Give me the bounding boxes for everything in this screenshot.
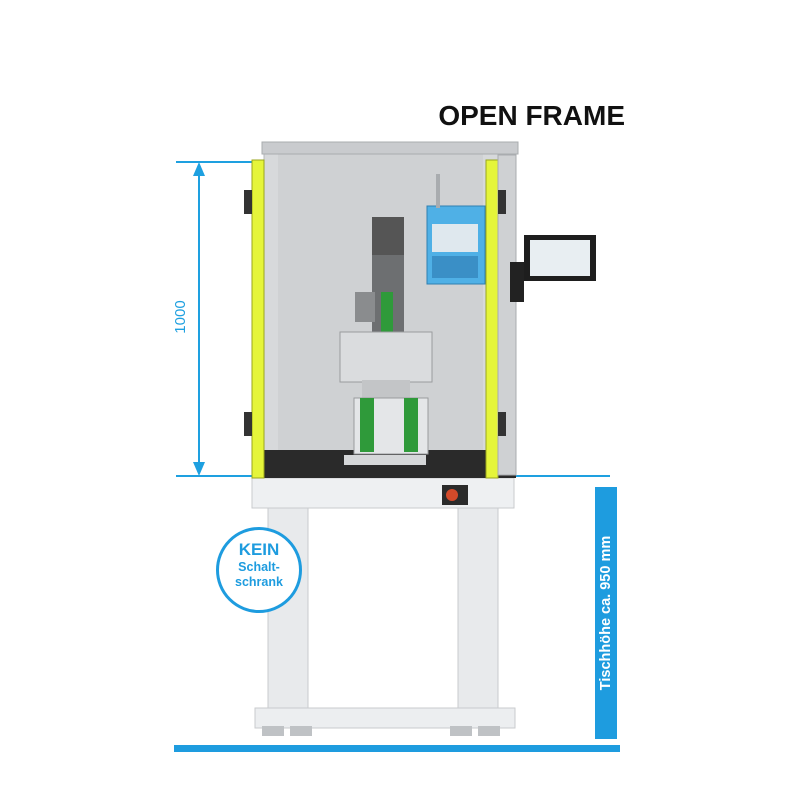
left-frame-column	[251, 159, 265, 479]
badge-line-1: KEIN	[238, 540, 280, 559]
badge-line-3: schrank	[235, 575, 283, 589]
enclosure-top	[261, 141, 519, 155]
no-control-cabinet-badge: KEIN Schalt- schrank	[216, 527, 302, 613]
page-title: OPEN FRAME	[438, 100, 625, 131]
height-dimension-label: 1000	[172, 300, 189, 334]
table-top	[251, 477, 515, 509]
control-panel	[426, 174, 486, 285]
table-height-bar: Tischhöhe ca. 950 mm	[595, 487, 617, 739]
right-frame-column	[485, 159, 499, 479]
badge-line-2: Schalt-	[238, 560, 280, 574]
table-height-label: Tischhöhe ca. 950 mm	[598, 535, 614, 691]
external-monitor	[510, 235, 596, 302]
floor-line	[174, 745, 620, 752]
press-unit	[339, 217, 433, 465]
